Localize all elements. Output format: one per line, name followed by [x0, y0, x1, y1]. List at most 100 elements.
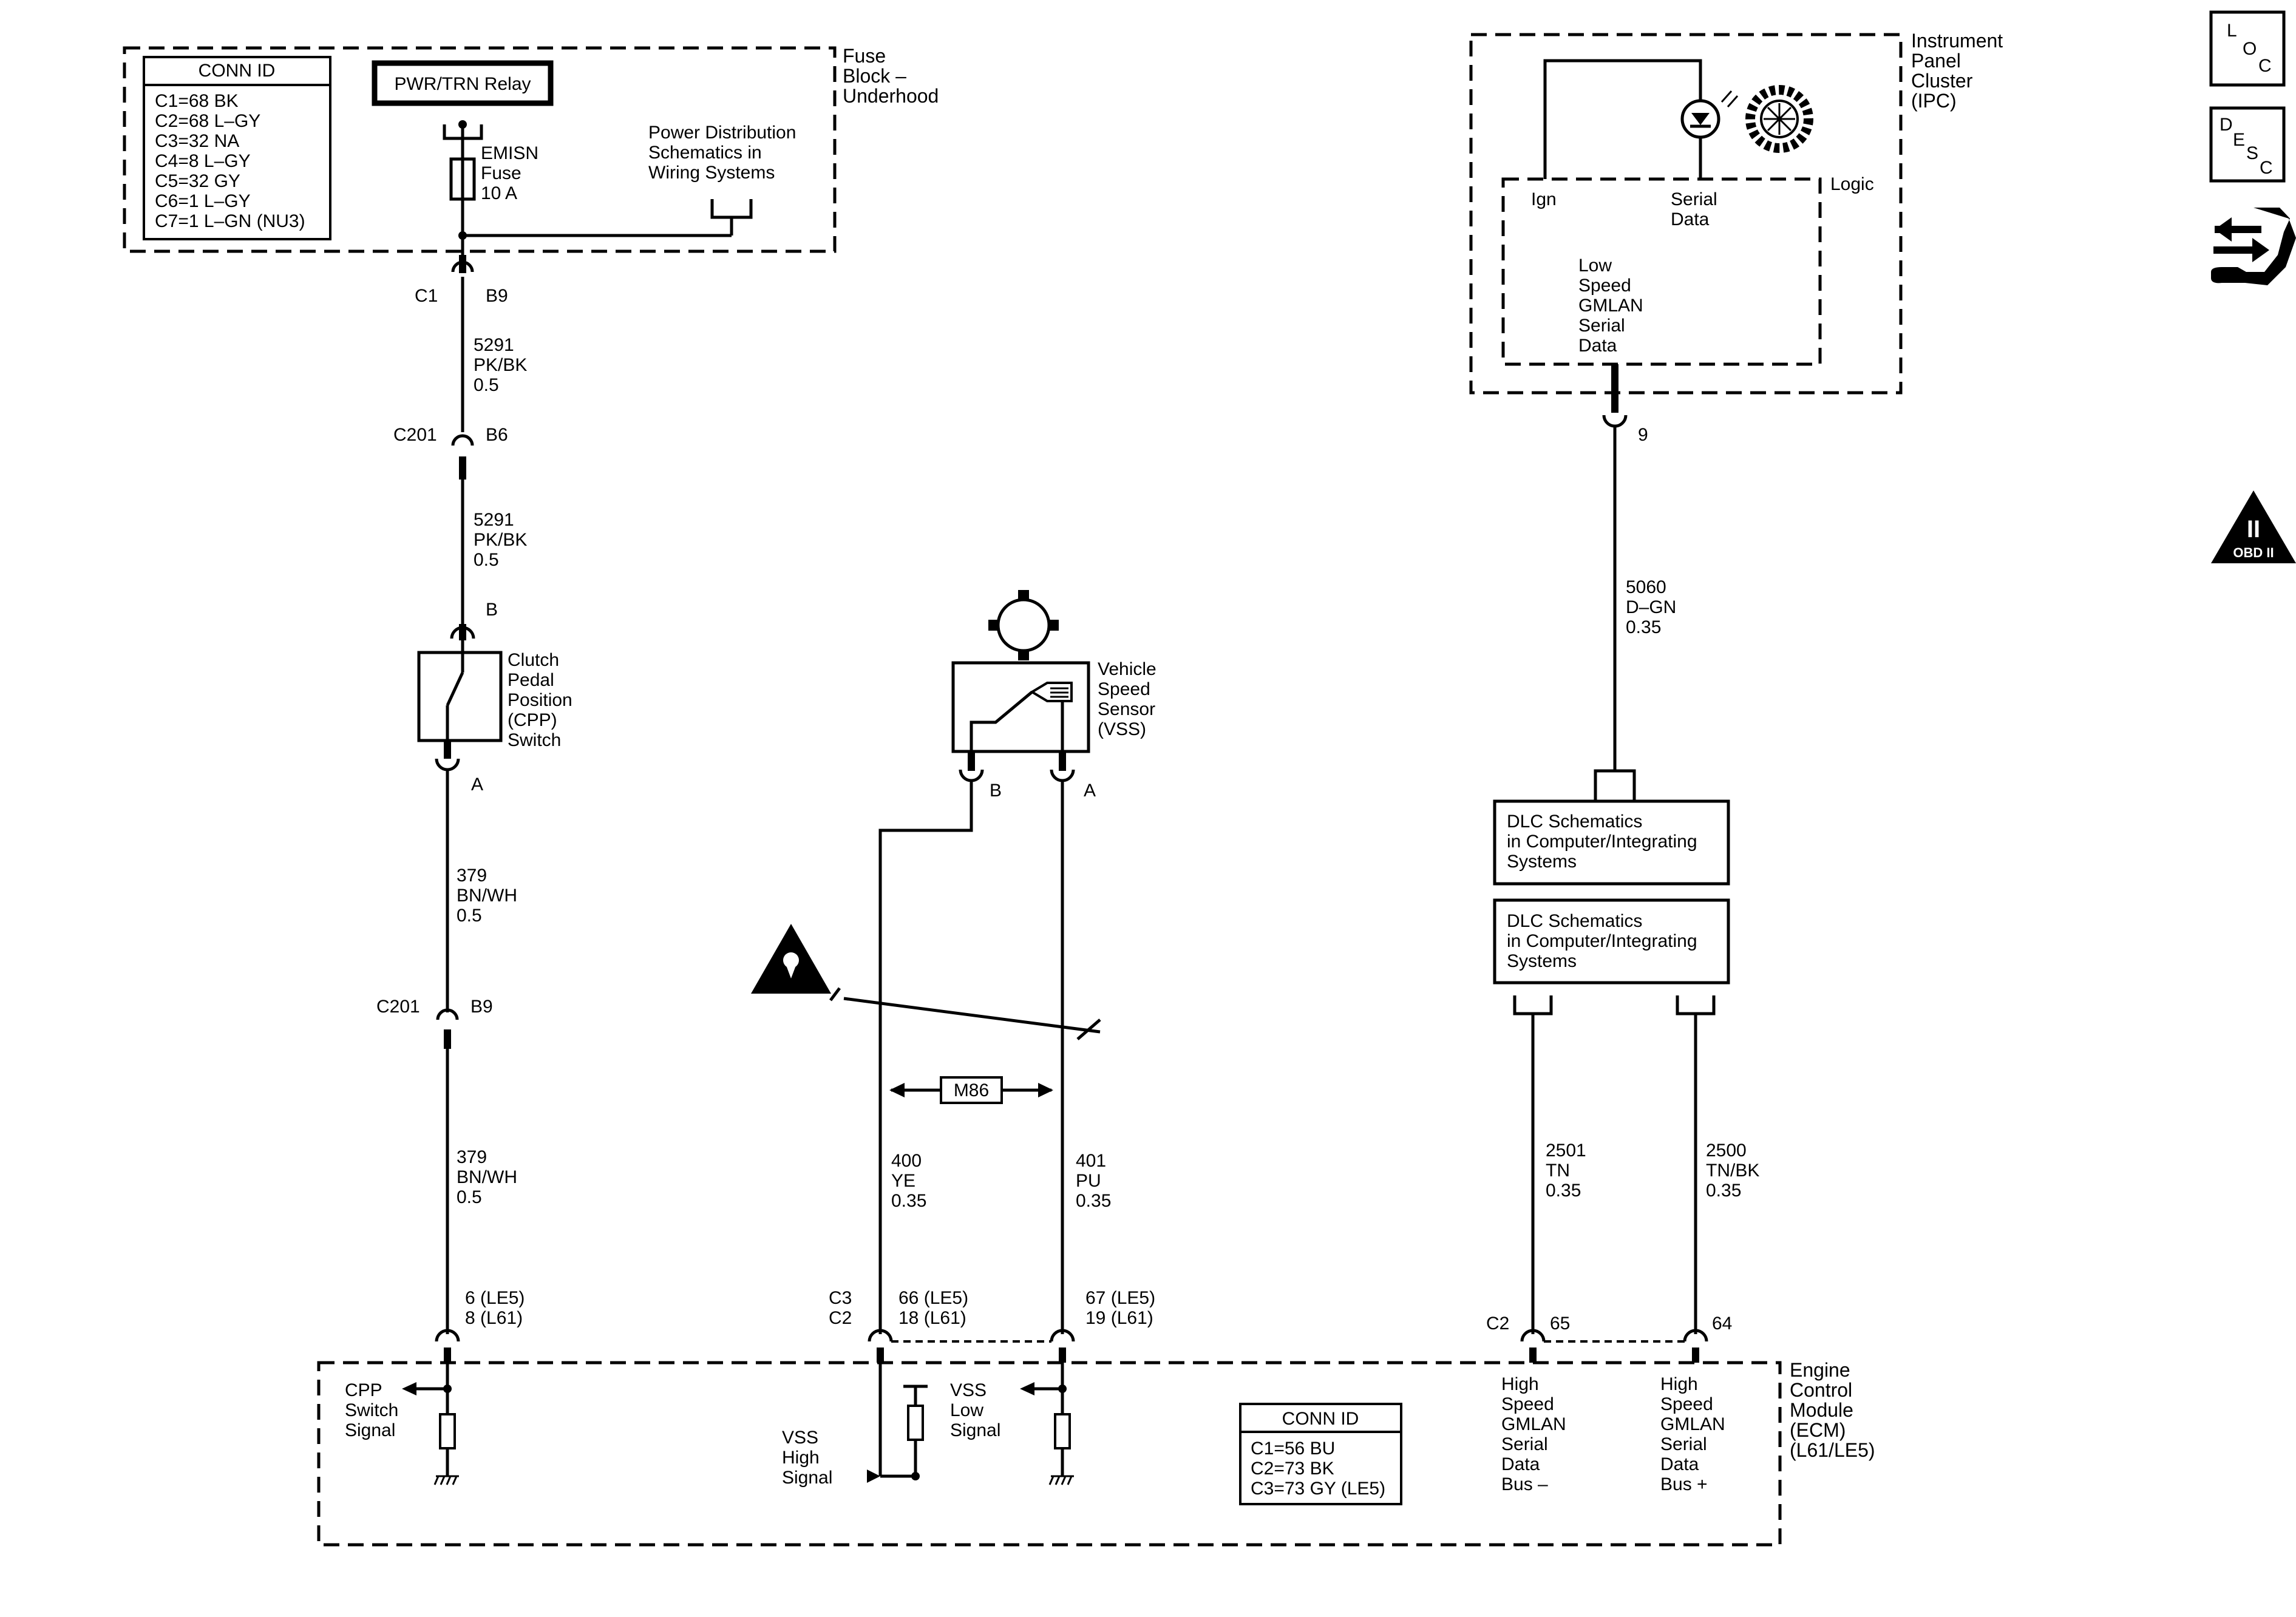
cpp-label-3: Position — [508, 690, 572, 710]
ipc-title-2: Panel — [1911, 50, 1961, 72]
c201-b9-connector — [436, 1008, 459, 1020]
wire-400 — [878, 781, 973, 1334]
vss-ecm-conn-c3: C3 — [829, 1288, 852, 1308]
vss-low-label-2: Low — [950, 1400, 983, 1420]
wire-2501-circuit: 2501 — [1546, 1141, 1586, 1161]
cpp-signal-label-1: CPP — [345, 1380, 382, 1400]
cpp-pin-b-label: B — [486, 600, 498, 620]
dlc-box-1-line-1: DLC Schematics — [1507, 812, 1642, 832]
ipc-serial-label-2: Data — [1671, 209, 1710, 229]
wire-2501-color: TN — [1546, 1161, 1570, 1181]
fuse-conn-id-row: C7=1 L–GN (NU3) — [155, 211, 305, 231]
cpp-label-2: Pedal — [508, 670, 554, 690]
gmlan-ecm-conn-label: C2 — [1486, 1314, 1509, 1334]
c201-b9-conn-label: C201 — [376, 997, 420, 1017]
ipc-logic-label: Logic — [1830, 174, 1874, 194]
wire-5060-color: D–GN — [1626, 597, 1676, 617]
c201-b6-conn-label: C201 — [393, 425, 437, 445]
ecm-cpp-pin-connector — [435, 1329, 460, 1342]
fuse-block-title-3: Underhood — [843, 85, 939, 107]
caution-icon — [751, 924, 831, 994]
fuse-conn-id-row: C3=32 NA — [155, 131, 239, 151]
bus-plus-label-2: Speed — [1660, 1394, 1713, 1414]
vss-bias-resistor — [907, 1405, 924, 1441]
vss-ecm-pin-b-1: 66 (LE5) — [898, 1288, 968, 1308]
wire-2500-circuit: 2500 — [1706, 1141, 1747, 1161]
wire-2500-color: TN/BK — [1706, 1161, 1759, 1181]
ecm-conn-id-row: C3=73 GY (LE5) — [1251, 1479, 1385, 1499]
vss-label-2: Speed — [1098, 679, 1150, 699]
fuse-conn-id-title: CONN ID — [199, 61, 276, 81]
ecm-title-4: (ECM) — [1790, 1419, 1846, 1441]
vss-high-label-1: VSS — [782, 1428, 818, 1448]
bus-minus-label-4: Serial — [1501, 1434, 1548, 1454]
dlc-box-1 — [1493, 799, 1730, 886]
wire-5060-gauge: 0.35 — [1626, 617, 1661, 637]
ipc-ign-label: Ign — [1531, 189, 1557, 209]
bus-plus-label-5: Data — [1660, 1454, 1699, 1474]
vss-low-label-3: Signal — [950, 1420, 1000, 1440]
description-nav-icon[interactable]: D E S C — [2209, 106, 2286, 183]
fuse-conn-id-row: C4=8 L–GY — [155, 151, 251, 171]
vss-body — [951, 661, 1090, 753]
wire-5291-a-gauge: 0.5 — [474, 375, 499, 395]
wire-5291-b-circuit: 5291 — [474, 510, 514, 530]
dlc-box-1-line-3: Systems — [1507, 852, 1577, 872]
vss-pin-a-connector — [1050, 769, 1075, 782]
vss-low-label-1: VSS — [950, 1380, 987, 1400]
fuse-block-conn-id-table: CONN ID C1=68 BK C2=68 L–GY C3=32 NA C4=… — [143, 56, 331, 240]
desc-letter-s: S — [2246, 143, 2258, 163]
ecm-title-3: Module — [1790, 1399, 1853, 1421]
wire-400-gauge: 0.35 — [891, 1191, 926, 1211]
engine-control-module: Engine Control Module (ECM) (L61/LE5) CO… — [317, 1359, 1875, 1547]
ipc-title-1: Instrument — [1911, 30, 2003, 52]
vss-high-label-3: Signal — [782, 1468, 832, 1488]
fuse-conn-id-row: C2=68 L–GY — [155, 111, 260, 131]
ipc-serial-label-1: Serial — [1671, 189, 1717, 209]
vss-pin-a-label: A — [1084, 781, 1096, 801]
loc-letter-o: O — [2243, 39, 2257, 59]
wire-2501-gauge: 0.35 — [1546, 1181, 1581, 1201]
vss-label-1: Vehicle — [1098, 659, 1156, 679]
dlc-box-2-line-2: in Computer/Integrating — [1507, 931, 1697, 951]
fuse-label-2: Fuse — [481, 163, 521, 183]
ground-symbol — [433, 1475, 459, 1485]
relay-label: PWR/TRN Relay — [394, 74, 531, 94]
ipc-gmlan-label-5: Data — [1578, 336, 1617, 356]
light-rays-icon — [1720, 90, 1739, 107]
power-dist-label-3: Wiring Systems — [648, 163, 775, 183]
desc-letter-c: C — [2260, 158, 2273, 178]
dlc-box-1-line-2: in Computer/Integrating — [1507, 832, 1697, 852]
cpp-pin-a-connector — [435, 758, 460, 771]
cpp-label-5: Switch — [508, 730, 561, 750]
ecm-conn-id-row: C1=56 BU — [1251, 1439, 1335, 1459]
bus-plus-label-1: High — [1660, 1374, 1698, 1394]
fuse-block-title-1: Fuse — [843, 45, 886, 67]
vss-pin-b-label: B — [990, 781, 1002, 801]
vss-low-arrow — [1020, 1382, 1034, 1395]
dlc-connector-left — [1513, 995, 1553, 1015]
vss-ecm-pin-a-connector — [1050, 1329, 1075, 1342]
ecm-title-1: Engine — [1790, 1359, 1850, 1381]
wrench-icon — [2211, 208, 2296, 285]
obd-ii-icon[interactable]: II OBD II — [2211, 490, 2296, 563]
cpp-switch-body — [417, 651, 503, 742]
wire-379-b-circuit: 379 — [457, 1147, 487, 1167]
ecm-cpp-pin-2: 8 (L61) — [465, 1308, 523, 1328]
vss-sensor-element-icon — [1030, 682, 1073, 702]
gmlan-pin-65-label: 65 — [1550, 1314, 1570, 1334]
desc-letter-d: D — [2220, 115, 2233, 135]
c201-b9-pin-label: B9 — [470, 997, 493, 1017]
instrument-panel-cluster: Instrument Panel Cluster (IPC) Logic Ign… — [1469, 30, 2003, 801]
repair-nav-icon[interactable] — [2211, 208, 2296, 285]
wire-5291-b-gauge: 0.5 — [474, 550, 499, 570]
location-nav-icon[interactable]: L O C — [2209, 10, 2286, 87]
wire-379-b-color: BN/WH — [457, 1167, 517, 1187]
vss-ecm-pin-b-connector — [868, 1329, 893, 1342]
ipc-pin-9-connector — [1602, 415, 1628, 428]
loc-letter-c: C — [2258, 56, 2272, 76]
fuse-label-1: EMISN — [481, 143, 538, 163]
ecm-conn-id-title: CONN ID — [1282, 1409, 1359, 1429]
fuse-label-3: 10 A — [481, 183, 517, 203]
desc-letter-e: E — [2233, 130, 2245, 150]
